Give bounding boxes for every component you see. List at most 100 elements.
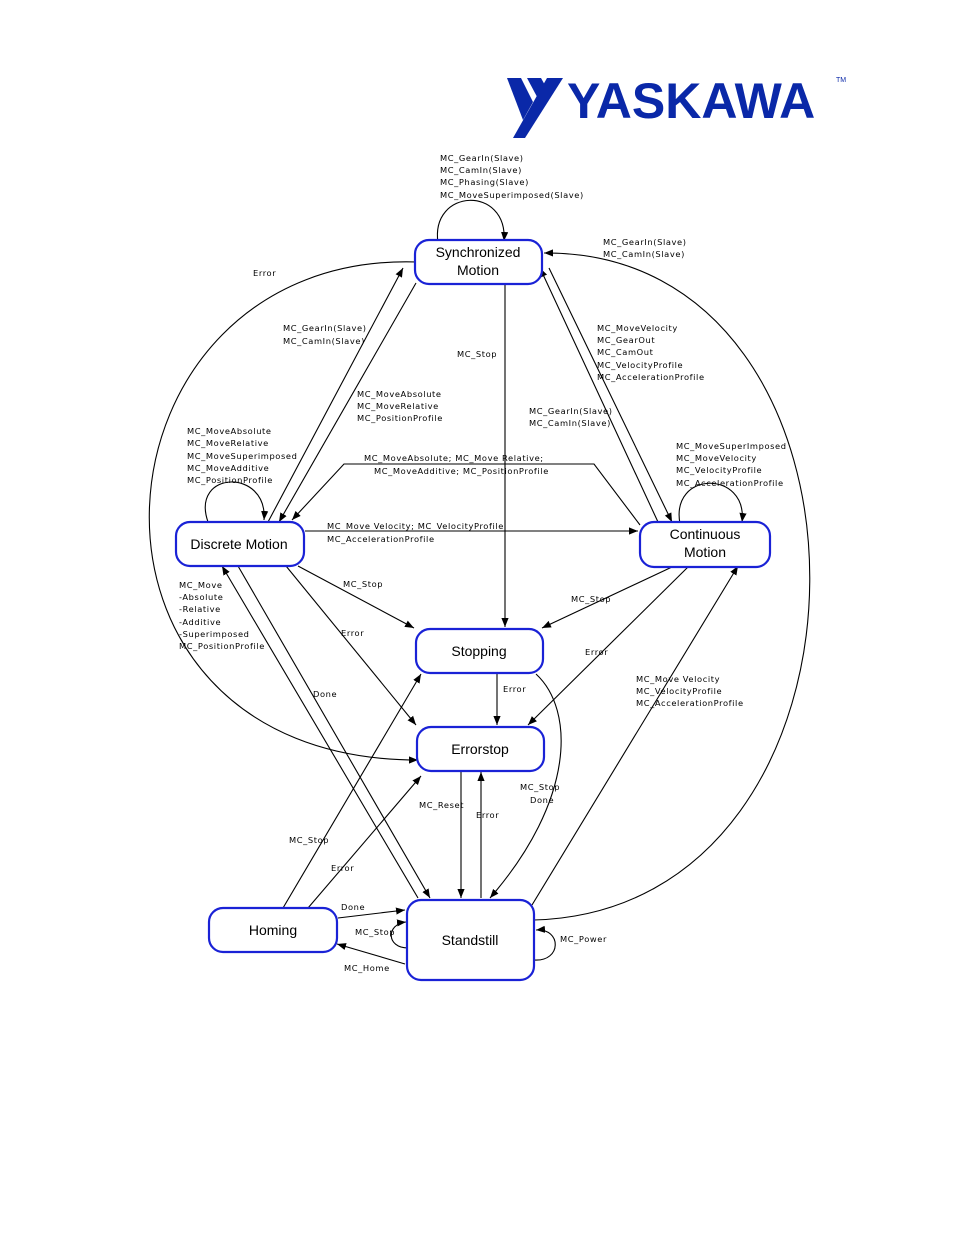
label-homing-done: Done [341,902,365,912]
edge-discrete-to-errorstop [285,565,417,726]
label-sync-self-2: MC_CamIn(Slave) [440,165,522,175]
label-continuous-self-2: MC_MoveVelocity [676,453,757,463]
state-discrete-label: Discrete Motion [190,536,287,552]
edge-continuous-self [678,482,747,525]
label-power: MC_Power [560,934,607,944]
edge-continuous-to-sync [539,267,659,523]
label-discrete-self-4: MC_MoveAdditive [187,463,269,473]
label-sync-to-continuous-1: MC_MoveVelocity [597,323,678,333]
state-homing-label: Homing [249,922,297,938]
state-continuous-label-line2: Motion [684,544,726,560]
label-sync-to-discrete-3: MC_PositionProfile [357,413,443,423]
state-synchronized-label-line2: Motion [457,262,499,278]
edge-homing-to-standstill [337,907,406,919]
label-continuous-to-sync-1: MC_GearIn(Slave) [529,406,613,416]
transition-lines [148,199,811,965]
state-synchronized-motion: Synchronized Motion [413,238,544,286]
label-standstill-to-continuous-3: MC_AccelerationProfile [636,698,744,708]
label-continuous-self-1: MC_MoveSuperImposed [676,441,787,451]
label-error-left: Error [253,268,276,278]
label-discrete-self-1: MC_MoveAbsolute [187,426,272,436]
edge-discrete-self [204,481,269,523]
label-stopping-done-1: MC_Stop [520,782,560,792]
edge-stopping-to-standstill [489,673,562,899]
state-standstill: Standstill [405,898,536,982]
label-sync-self-1: MC_GearIn(Slave) [440,153,524,163]
state-errorstop-label: Errorstop [451,741,509,757]
edge-sync-to-discrete [278,282,417,523]
state-synchronized-label-line1: Synchronized [436,244,521,260]
label-discrete-stop: MC_Stop [343,579,383,589]
yaskawa-logo: YASKAWA TM [507,73,846,138]
edge-continuous-to-discrete [291,463,641,526]
logo-brand-text: YASKAWA [567,73,815,129]
edge-discrete-to-standstill [237,565,431,899]
label-standstill-error: Error [476,810,499,820]
label-sync-stop: MC_Stop [457,349,497,359]
edge-standstill-self-stop [390,919,409,949]
label-sync-to-continuous-3: MC_CamOut [597,347,654,357]
edge-standstill-self-power [533,925,556,961]
label-discrete-self-5: MC_PositionProfile [187,475,273,485]
label-sync-self-4: MC_MoveSuperimposed(Slave) [440,190,584,200]
label-sync-to-continuous-4: MC_VelocityProfile [597,360,683,370]
edge-standstill-to-continuous [531,565,739,906]
state-continuous-label-line1: Continuous [670,526,741,542]
label-sync-from-standstill-1: MC_GearIn(Slave) [603,237,687,247]
edge-homing-to-stopping [282,673,422,909]
state-stopping-label: Stopping [451,643,506,659]
label-standstill-to-discrete-2: -Absolute [179,592,223,602]
yaskawa-mark-icon [507,78,563,138]
label-continuous-error: Error [585,647,608,657]
edge-sync-self [436,199,509,244]
label-standstill-to-discrete-6: MC_PositionProfile [179,641,265,651]
state-errorstop: Errorstop [415,725,546,773]
label-standstill-to-discrete-3: -Relative [179,604,221,614]
label-sync-to-continuous-2: MC_GearOut [597,335,655,345]
label-stopping-done-2: Done [530,795,554,805]
state-standstill-label: Standstill [442,932,499,948]
label-discrete-to-continuous-1: MC_Move Velocity; MC_VelocityProfile [327,521,504,531]
label-discrete-self-2: MC_MoveRelative [187,438,269,448]
label-stopping-error: Error [503,684,526,694]
label-sync-from-discrete-1: MC_GearIn(Slave) [283,323,367,333]
label-discrete-to-continuous-2: MC_AccelerationProfile [327,534,435,544]
label-standstill-to-discrete-4: -Additive [179,617,221,627]
label-discrete-error: Error [341,628,364,638]
edge-discrete-to-sync [267,267,404,523]
edge-continuous-to-stopping [541,566,673,629]
state-continuous-motion: Continuous Motion [638,520,772,569]
label-home: MC_Home [344,963,390,973]
label-continuous-stop: MC_Stop [571,594,611,604]
label-standstill-to-continuous-2: MC_VelocityProfile [636,686,722,696]
label-standstill-stop: MC_Stop [355,927,395,937]
edge-standstill-to-sync [533,249,811,921]
label-sync-from-discrete-2: MC_CamIn(Slave) [283,336,365,346]
label-standstill-to-continuous-1: MC_Move Velocity [636,674,720,684]
edge-discrete-to-stopping [297,565,415,629]
label-continuous-to-sync-2: MC_CamIn(Slave) [529,418,611,428]
state-homing: Homing [207,906,339,954]
label-continuous-to-discrete-1: MC_MoveAbsolute; MC_Move Relative; [364,453,544,463]
edge-sync-error-arc [148,261,419,764]
label-standstill-to-discrete-1: MC_Move [179,580,223,590]
edge-standstill-to-homing [336,943,406,965]
label-continuous-self-4: MC_AccelerationProfile [676,478,784,488]
edge-standstill-to-discrete [221,565,419,899]
edge-continuous-to-errorstop [527,566,689,726]
logo-trademark: TM [836,77,846,84]
label-standstill-to-discrete-5: -Superimposed [179,629,250,639]
label-homing-error: Error [331,863,354,873]
label-discrete-self-3: MC_MoveSuperimposed [187,451,297,461]
label-sync-from-standstill-2: MC_CamIn(Slave) [603,249,685,259]
label-continuous-to-discrete-2: MC_MoveAdditive; MC_PositionProfile [374,466,549,476]
label-reset: MC_Reset [419,800,464,810]
label-sync-self-3: MC_Phasing(Slave) [440,177,529,187]
edge-homing-to-errorstop [307,775,422,909]
label-sync-to-continuous-5: MC_AccelerationProfile [597,372,705,382]
label-sync-to-discrete-2: MC_MoveRelative [357,401,439,411]
edge-sync-to-continuous [548,267,673,523]
label-homing-stop: MC_Stop [289,835,329,845]
label-sync-to-discrete-1: MC_MoveAbsolute [357,389,442,399]
